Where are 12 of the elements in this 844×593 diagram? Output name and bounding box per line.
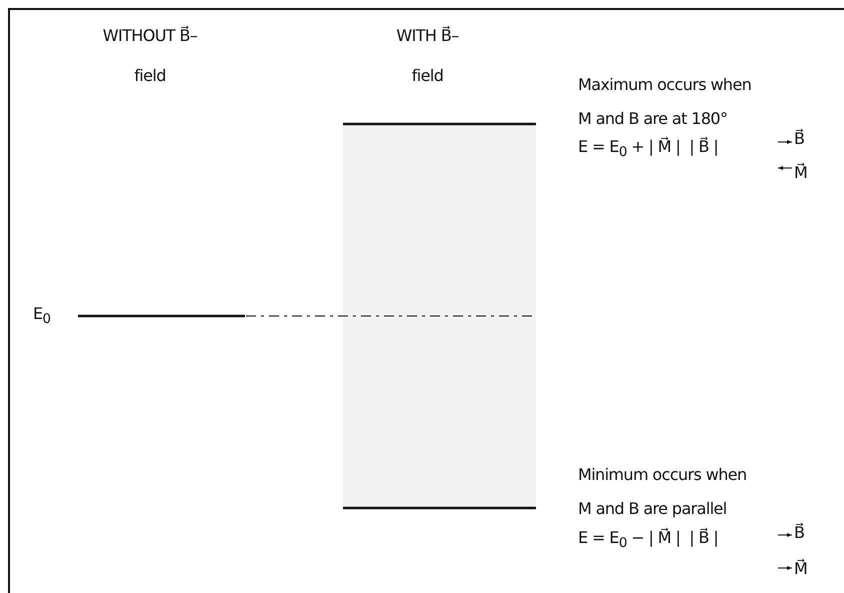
energy-band <box>343 124 536 508</box>
column-heading: WITH B⃗–field <box>395 24 460 87</box>
energy-formula: E = E$_{0}$ + | M⃗ | | B⃗ | <box>578 136 720 162</box>
vector-symbol: B⃗ <box>794 522 806 544</box>
level-label: E$_{0}$ <box>33 303 52 330</box>
note-text: Minimum occurs when M and B are parallel <box>578 464 748 520</box>
energy-formula: E = E$_{0}$ − | M⃗ | | B⃗ | <box>578 527 720 554</box>
column-heading: WITHOUT B⃗–field <box>102 24 198 87</box>
vector-symbol: B⃗ <box>794 128 806 150</box>
vector-symbol: M⃗ <box>794 162 808 184</box>
note-text: Maximum occurs when M and B are at 180° <box>578 74 752 130</box>
vector-symbol: M⃗ <box>794 558 808 580</box>
